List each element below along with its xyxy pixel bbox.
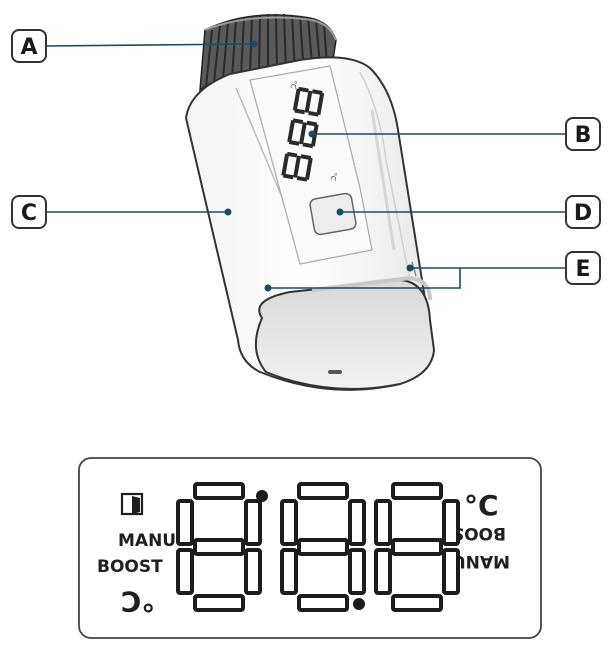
digit-1-segment-f: [176, 499, 194, 546]
digit-2-segment-e: [280, 548, 298, 595]
callout-d: D: [336, 195, 601, 229]
callout-d-label: D: [574, 201, 592, 226]
callout-b-label: B: [575, 123, 592, 148]
digit-3-segment-e: [374, 548, 392, 595]
device-end-cap: [255, 278, 436, 390]
digit-3-segment-f: [374, 499, 392, 546]
digit-3-segment-c: [442, 548, 460, 595]
lcd-label-boost: BOOST: [97, 557, 163, 577]
lcd-colon-dot: [256, 490, 268, 502]
digit-1-segment-e: [176, 548, 194, 595]
lcd-label-manu: MANU: [118, 531, 176, 551]
callout-e-label: E: [575, 257, 590, 282]
digit-3-segment-b: [442, 499, 460, 546]
digit-2-segment-d: [297, 594, 349, 612]
lcd-label-manu-inverted: MANU: [452, 551, 510, 571]
callout-c: C: [11, 195, 232, 229]
digit-1-segment-d: [193, 594, 245, 612]
thermostat-device: °C °C: [184, 13, 436, 391]
callout-b: B: [308, 117, 601, 151]
digit-1-segment-a: [193, 482, 245, 500]
digit-2-segment-g: [297, 538, 349, 556]
callouts: A B C D E: [11, 29, 601, 292]
digit-3-segment-a: [391, 482, 443, 500]
digit-1-segment-b: [244, 499, 262, 546]
digit-3-segment-g: [391, 538, 443, 556]
callout-a: A: [11, 29, 258, 63]
lcd-unit: °C: [464, 489, 499, 522]
digit-3-segment-d: [391, 594, 443, 612]
device-button[interactable]: [309, 192, 357, 236]
digit-2-segment-a: [297, 482, 349, 500]
lcd-digits: [176, 482, 460, 612]
lcd-panel: MANU BOOST °C °C BOOST MANU: [78, 457, 542, 639]
callout-a-label: A: [20, 35, 37, 60]
digit-1-segment-c: [244, 548, 262, 595]
digit-2-segment-b: [348, 499, 366, 546]
open-window-icon: [120, 492, 144, 516]
device-led-slot: [328, 370, 342, 374]
digit-2-segment-f: [280, 499, 298, 546]
callout-e: E: [264, 251, 601, 292]
digit-2-segment-c: [348, 548, 366, 595]
digit-1-segment-g: [193, 538, 245, 556]
lcd-unit-inverted: °C: [121, 585, 156, 618]
callout-c-label: C: [21, 201, 37, 226]
device-unit-small-lower: °C: [329, 172, 338, 182]
lcd-decimal-dot: [353, 598, 365, 610]
device-unit-small: °C: [289, 80, 298, 90]
